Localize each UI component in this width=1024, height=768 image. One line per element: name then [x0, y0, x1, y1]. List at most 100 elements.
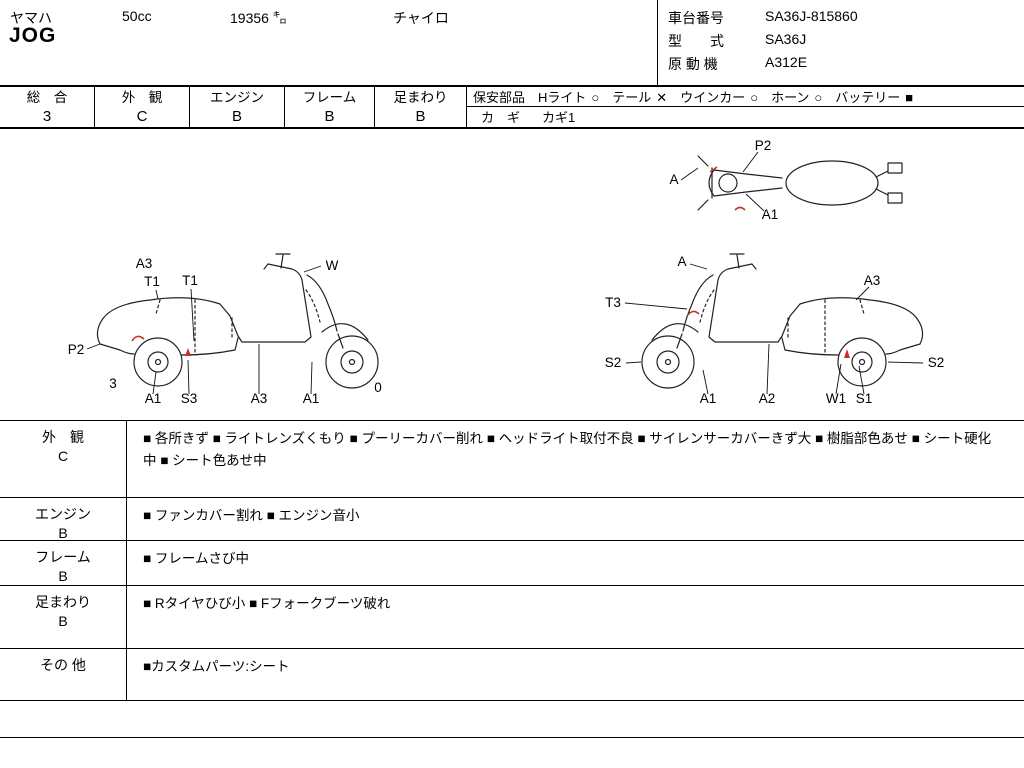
- model-name: JOG: [9, 24, 57, 47]
- ratings-row: 総 合 3 外 観 C エンジン B フレーム B 足まわり B 保安部品 Hラ…: [0, 85, 1024, 129]
- comment-text: ■ Rタイヤひび小 ■ Fフォークブーツ破れ: [143, 596, 391, 611]
- damage-label-p2: P2: [68, 342, 85, 357]
- rating-label: 外 観: [121, 90, 163, 105]
- leader-lines: [680, 151, 765, 212]
- damage-label-a1: A1: [145, 391, 162, 406]
- rating-label: エンジン: [210, 90, 264, 105]
- damage-label-a1: A1: [762, 207, 779, 222]
- rating-label: 足まわり: [393, 90, 448, 105]
- comment-section-label: その 他: [40, 657, 86, 673]
- comment-row-frame: フレーム B ■ フレームさび中: [0, 541, 1024, 586]
- safety-item-name: ウインカー: [680, 90, 746, 105]
- leader-lines: [86, 265, 322, 395]
- damage-label-s1: S1: [856, 391, 873, 406]
- rating-label: フレーム: [302, 90, 357, 105]
- comment-section-grade: B: [58, 613, 68, 629]
- damage-label-w: W: [326, 258, 339, 273]
- damage-labels: A A3 T3 S2 S2 A1 A2 W1 S1: [605, 254, 945, 406]
- rating-overall: 総 合 3: [0, 87, 95, 127]
- chassis-number-label: 車台番号: [668, 10, 724, 26]
- comment-section-label: フレーム: [35, 549, 91, 565]
- red-damage-marks: [131, 335, 191, 356]
- damage-label-a: A: [669, 172, 678, 187]
- safety-parts-row: 保安部品 Hライト○ テール✕ ウインカー○ ホーン○ バッテリー■: [467, 87, 1024, 107]
- model-type-label: 型 式: [668, 33, 724, 49]
- damage-label-a3: A3: [251, 391, 268, 406]
- damage-label-0: 0: [374, 380, 382, 395]
- mileage-value: 19356: [230, 10, 269, 26]
- rating-grade: B: [415, 108, 426, 125]
- rating-label: 総 合: [26, 90, 68, 105]
- damage-label-3: 3: [109, 376, 117, 391]
- safety-item-tail: テール ✕: [612, 87, 667, 106]
- damage-label-a1: A1: [303, 391, 320, 406]
- red-damage-marks: [686, 310, 850, 358]
- scooter-left-outline: [96, 253, 379, 389]
- maker-name: ヤマハ: [10, 10, 52, 26]
- comments-table: 外 観 C ■ 各所きず ■ ライトレンズくもり ■ プーリーカバー削れ ■ ヘ…: [0, 420, 1024, 701]
- comment-section-grade: B: [58, 568, 68, 584]
- scooter-right-side-diagram: A A3 T3 S2 S2 A1 A2 W1 S1: [605, 253, 945, 406]
- scooter-left-side-diagram: A3 T1 T1 W P2 3 A1 S3 A3 A1 0: [68, 253, 382, 406]
- rating-frame: フレーム B: [285, 87, 375, 127]
- comment-label-cell: 足まわり B: [0, 586, 127, 648]
- status-mark: ✕: [656, 90, 668, 105]
- damage-label-p2: P2: [755, 138, 772, 153]
- comment-text: ■ フレームさび中: [143, 551, 249, 566]
- status-mark: ○: [750, 90, 759, 105]
- status-mark: ○: [814, 90, 823, 105]
- key-row: カ ギ カギ1: [467, 107, 1024, 126]
- scooter-right-outline: [641, 253, 924, 389]
- damage-label-s3: S3: [181, 391, 198, 406]
- comment-row-exterior: 外 観 C ■ 各所きず ■ ライトレンズくもり ■ プーリーカバー削れ ■ ヘ…: [0, 421, 1024, 498]
- comment-text: ■カスタムパーツ:シート: [143, 659, 290, 674]
- damage-label-a2: A2: [759, 391, 776, 406]
- chassis-number-value: SA36J-815860: [765, 8, 858, 24]
- damage-label-w1: W1: [826, 391, 846, 406]
- status-mark: ○: [591, 90, 600, 105]
- comment-text: ■ ファンカバー割れ ■ エンジン音小: [143, 508, 360, 523]
- rating-grade: 3: [42, 108, 52, 125]
- comment-row-undercarriage: 足まわり B ■ Rタイヤひび小 ■ Fフォークブーツ破れ: [0, 586, 1024, 649]
- damage-label-t1: T1: [182, 273, 198, 288]
- comment-section-grade: C: [57, 448, 69, 464]
- key-value: カギ1: [542, 110, 576, 125]
- rating-grade: B: [324, 108, 335, 125]
- damage-label-a3: A3: [136, 256, 153, 271]
- comment-label-cell: その 他: [0, 649, 127, 700]
- rating-grade: C: [136, 108, 148, 125]
- displacement: 50cc: [122, 8, 152, 24]
- comment-row-other: その 他 ■カスタムパーツ:シート: [0, 649, 1024, 701]
- engine-code-value: A312E: [765, 54, 808, 70]
- damage-label-s2: S2: [605, 355, 622, 370]
- comment-row-engine: エンジン B ■ ファンカバー割れ ■ エンジン音小: [0, 498, 1024, 541]
- damage-label-a: A: [677, 254, 686, 269]
- comment-section-grade: B: [58, 525, 68, 541]
- red-damage-marks: [709, 166, 746, 211]
- safety-item-headlight: Hライト ○: [538, 87, 599, 106]
- status-mark: ■: [905, 90, 914, 105]
- safety-parts-cell: 保安部品 Hライト○ テール✕ ウインカー○ ホーン○ バッテリー■ カ ギ カ…: [467, 87, 1024, 127]
- safety-item-name: Hライト: [538, 90, 587, 105]
- damage-label-a3: A3: [864, 273, 881, 288]
- safety-item-horn: ホーン○: [771, 87, 822, 106]
- comment-label-cell: 外 観 C: [0, 421, 127, 497]
- footer-divider: [0, 737, 1024, 738]
- mileage: 19356 ㌔: [230, 8, 287, 28]
- damage-label-t3: T3: [605, 295, 621, 310]
- mileage-unit: ㌔: [272, 10, 287, 26]
- scooter-top-outline: [697, 155, 903, 211]
- engine-code-label: 原 動 機: [668, 56, 718, 72]
- comment-label-cell: エンジン B: [0, 498, 127, 541]
- comment-text: ■ 各所きず ■ ライトレンズくもり ■ プーリーカバー削れ ■ ヘッドライト取…: [143, 431, 992, 468]
- comment-label-cell: フレーム B: [0, 541, 127, 585]
- scooter-top-view-diagram: P2 A A1: [669, 138, 903, 222]
- damage-labels: P2 A A1: [669, 138, 778, 222]
- header-divider: [657, 0, 658, 86]
- comment-section-label: 足まわり: [35, 594, 91, 610]
- safety-item-battery: バッテリー ■: [835, 87, 913, 106]
- safety-item-name: テール: [612, 90, 652, 105]
- rating-engine: エンジン B: [190, 87, 285, 127]
- comment-section-label: エンジン: [35, 506, 91, 522]
- safety-item-name: バッテリー: [835, 90, 901, 105]
